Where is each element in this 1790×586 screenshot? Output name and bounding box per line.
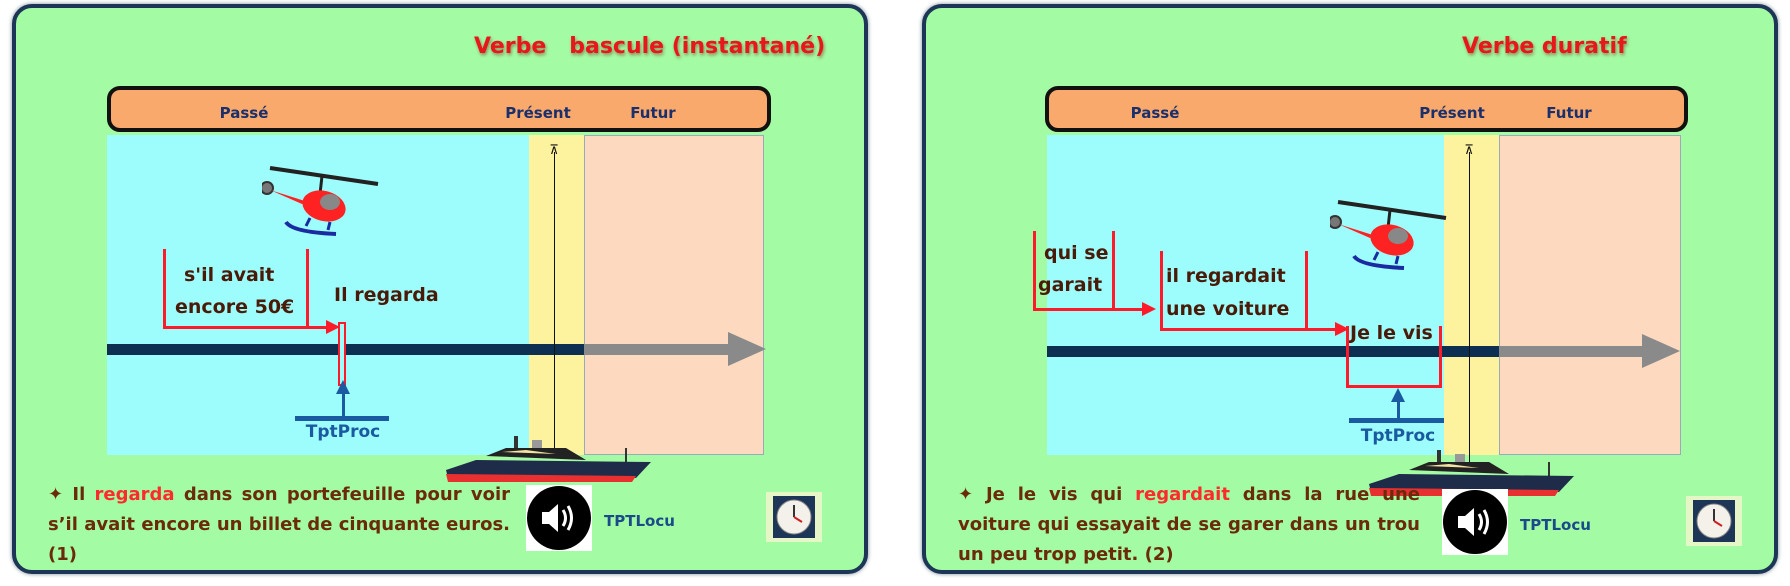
context-connector <box>309 326 329 329</box>
sentence-text-before: Il <box>72 484 95 505</box>
context-box-1 <box>1033 231 1115 311</box>
label-future: Futur <box>1546 104 1592 122</box>
example-sentence: ✦ Il regarda dans son portefeuille pour … <box>48 480 510 570</box>
timeline-past-bar <box>1047 346 1499 357</box>
timeline-future-bar <box>1499 346 1649 357</box>
future-zone <box>584 135 764 455</box>
label-present: Présent <box>505 104 571 122</box>
highlighted-verb: regardait <box>1135 484 1230 505</box>
event-label: Je le vis <box>1350 322 1433 344</box>
example-sentence: ✦ Je le vis qui regardait dans la rue un… <box>958 480 1420 570</box>
process-label: TptProc <box>305 422 381 442</box>
context-arrowhead-1 <box>1142 302 1156 316</box>
bullet-icon: ✦ <box>958 484 974 505</box>
label-present: Présent <box>1419 104 1485 122</box>
slide-panel-durative: Verbe duratif Passé Présent Futur ⊼ qui … <box>922 4 1778 574</box>
slide-title: Verbe bascule (instantané) <box>474 34 826 59</box>
context-2-line-2: une voiture <box>1166 298 1290 320</box>
timeline-arrowhead <box>728 332 766 366</box>
context-box <box>163 249 309 329</box>
helicopter-icon <box>262 166 379 236</box>
context-1-line-1: qui se <box>1044 242 1109 264</box>
audio-label: TPTLocu <box>1520 516 1591 534</box>
label-past: Passé <box>219 104 269 122</box>
sentence-text-after: dans son portefeuille pour voir s’il ava… <box>48 484 510 565</box>
context-arrowhead <box>326 320 340 334</box>
sentence-text-before: Je le vis qui <box>985 484 1136 505</box>
timeline-header <box>107 86 771 132</box>
clock-icon <box>1693 500 1735 542</box>
process-arrow-stem <box>1397 400 1400 420</box>
event-duration-box <box>1346 326 1442 388</box>
clock-button[interactable] <box>1686 496 1742 546</box>
present-zone <box>1444 135 1499 455</box>
clock-button[interactable] <box>766 492 822 542</box>
context-arrowhead-2 <box>1335 322 1349 336</box>
highlighted-verb: regarda <box>94 484 175 505</box>
timeline-header <box>1045 86 1688 132</box>
slide-panel-instantaneous: Verbe bascule (instantané) Passé Présent… <box>12 4 868 574</box>
present-axis-line <box>1469 152 1470 464</box>
context-1-line-2: garait <box>1038 274 1103 296</box>
context-line-1: s'il avait <box>184 264 275 286</box>
context-connector-2 <box>1308 328 1338 331</box>
process-base <box>295 416 389 421</box>
future-zone <box>1499 135 1681 455</box>
audio-play-button[interactable] <box>1442 489 1508 555</box>
present-axis-arrow: ⊼ <box>1464 143 1474 158</box>
label-past: Passé <box>1130 104 1180 122</box>
past-zone <box>107 135 529 455</box>
slide-title: Verbe duratif <box>1462 34 1627 59</box>
process-arrowhead <box>1391 388 1405 402</box>
process-arrowhead <box>336 380 350 394</box>
bullet-icon: ✦ <box>48 484 64 505</box>
speaker-icon <box>1443 490 1507 554</box>
context-box-2 <box>1160 251 1308 331</box>
helicopter-icon <box>1330 200 1447 270</box>
context-2-line-1: il regardait <box>1166 265 1286 287</box>
audio-play-button[interactable] <box>526 485 592 551</box>
present-axis-arrow: ⊼ <box>549 143 559 158</box>
timeline-arrowhead <box>1642 334 1680 368</box>
process-arrow-stem <box>342 392 345 418</box>
speaker-icon <box>527 486 591 550</box>
timeline-future-bar <box>584 344 734 355</box>
sentence-text-after: dans la rue une voiture qui essayait de … <box>958 484 1420 565</box>
context-connector-1 <box>1115 308 1145 311</box>
present-axis-line <box>554 152 555 457</box>
process-label: TptProc <box>1360 426 1436 446</box>
event-label: Il regarda <box>334 284 439 306</box>
instant-marker <box>338 322 346 386</box>
label-future: Futur <box>630 104 676 122</box>
context-line-2: encore 50€ <box>175 296 295 318</box>
ship-icon <box>446 436 651 482</box>
clock-icon <box>773 496 815 538</box>
present-zone <box>529 135 584 455</box>
audio-label: TPTLocu <box>604 512 675 530</box>
process-base <box>1349 418 1444 423</box>
